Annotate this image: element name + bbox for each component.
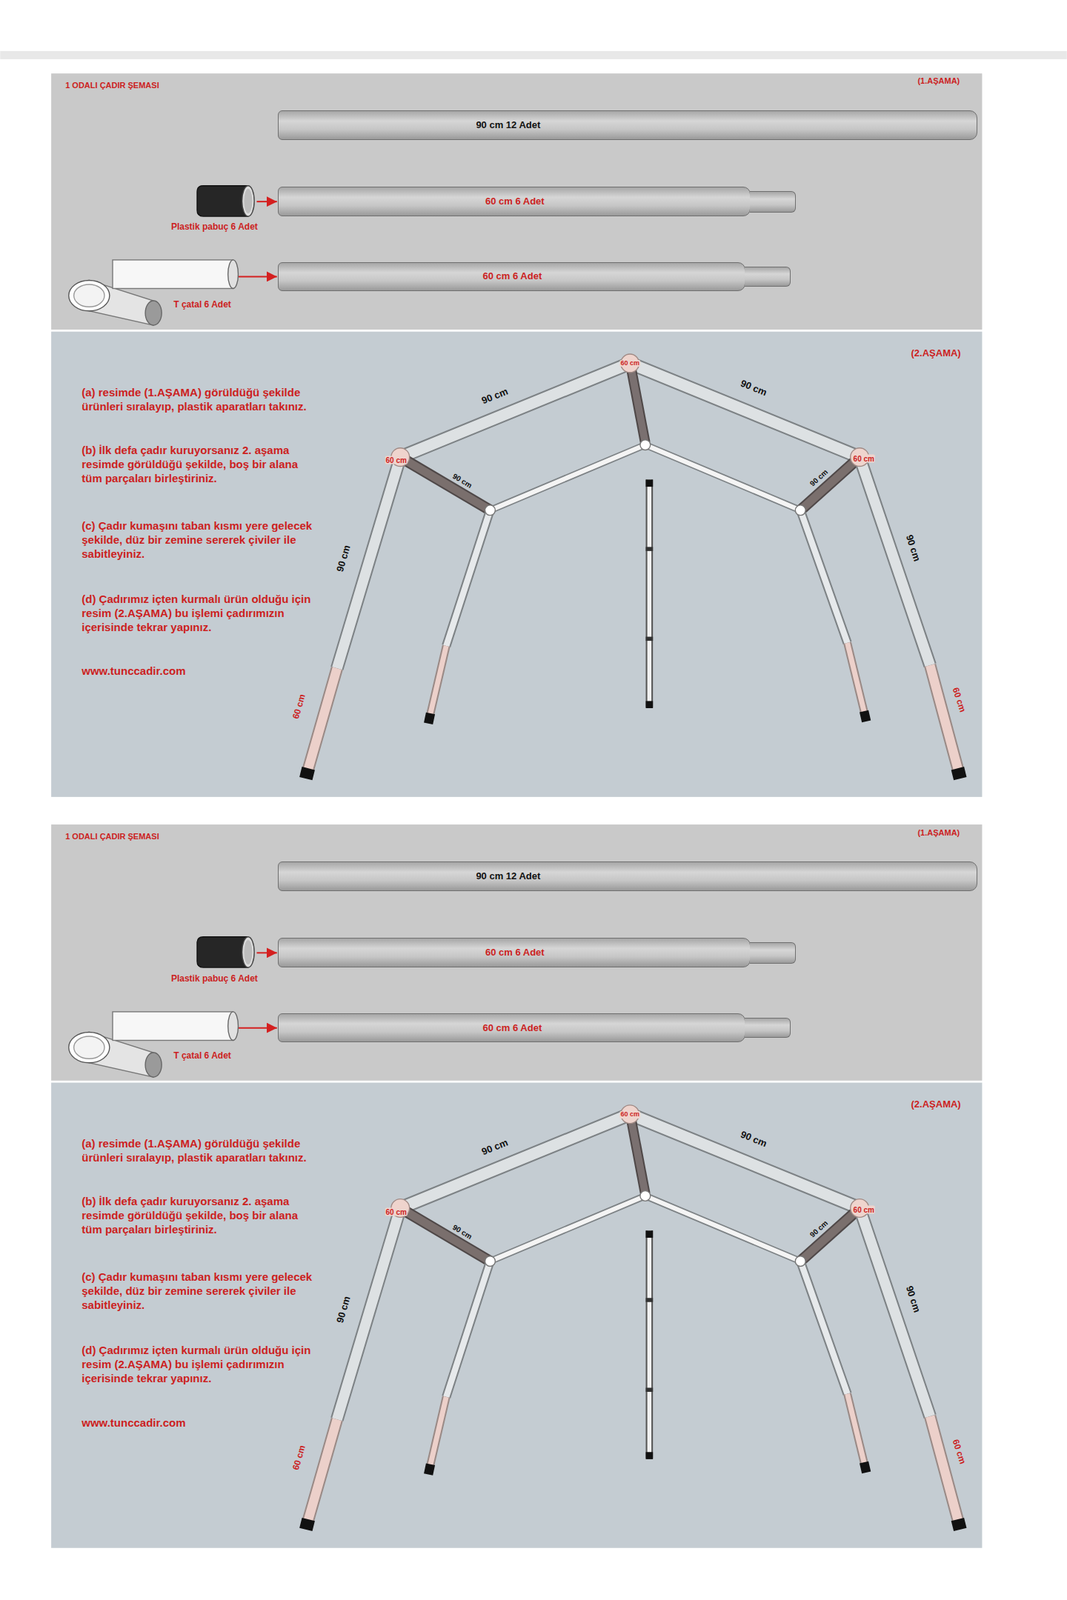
dimension-label: 90 cm [808,1219,830,1240]
dimension-label: 90 cm [451,1223,474,1242]
plastic-cap: Plastik pabuç 6 Adet [197,183,256,219]
dimension-label: 60 cm [619,360,641,368]
dimension-label: 60 cm [291,692,308,720]
instruction-note: (c) Çadır kumaşını taban kısmı yere gele… [81,1270,319,1313]
pipe-tip [744,1018,791,1039]
instruction-note: (a) resimde (1.AŞAMA) görüldüğü şekilde … [81,1136,319,1165]
pipe-piece: 60 cm 6 Adet [277,938,751,968]
piece-label: 90 cm 12 Adet [475,871,541,882]
part-label: T çatal 6 Adet [173,1051,232,1062]
instruction-note: (d) Çadırımız içten kurmalı ürün olduğu … [81,1343,319,1386]
pipe-tip [749,942,796,965]
fork-outline [66,254,238,307]
stage-label: (1.AŞAMA) [917,828,960,838]
website: www.tunccadir.com [81,665,186,678]
instruction-note: (d) Çadırımız içten kurmalı ürün olduğu … [81,592,319,635]
pipe-piece: 60 cm 6 Adet [277,1013,746,1043]
t-fork: T çatal 6 Adet [66,254,238,307]
dimension-label: 90 cm [480,386,511,407]
dimension-label: 60 cm [619,1111,641,1119]
piece-label: 60 cm 6 Adet [485,196,545,207]
connector-arrow [238,275,278,278]
dimension-label: 90 cm [808,467,830,488]
connector-arrow [238,1027,278,1030]
pipe-tip [749,191,796,213]
dimension-label: 60 cm [949,1438,967,1465]
dimension-label: 60 cm [949,686,967,714]
dimension-label: 60 cm [291,1444,308,1472]
diagram-title: 1 ODALI ÇADIR ŞEMASI [65,80,160,90]
pipe-piece: 90 cm 12 Adet [277,861,978,892]
instruction-note: (a) resimde (1.AŞAMA) görüldüğü şekilde … [81,385,319,414]
instruction-note: (b) İlk defa çadır kuruyorsanız 2. aşama… [81,1194,319,1237]
dimension-label: 90 cm [451,471,474,490]
dimension-label: 90 cm [480,1137,511,1158]
pipe-piece: 90 cm 12 Adet [277,110,978,141]
dimension-label: 90 cm [334,543,353,573]
stage-label: (1.AŞAMA) [917,76,960,86]
piece-label: 60 cm 6 Adet [485,947,545,959]
connector-arrow [256,200,277,203]
pipe-tip [744,266,791,288]
dimension-label: 90 cm [334,1295,353,1325]
part-label: Plastik pabuç 6 Adet [171,974,258,985]
plastic-cap: Plastik pabuç 6 Adet [197,935,256,970]
t-fork: T çatal 6 Adet [66,1006,238,1059]
instruction-note: (b) İlk defa çadır kuruyorsanız 2. aşama… [81,443,319,486]
instruction-note: (c) Çadır kumaşını taban kısmı yere gele… [81,518,319,561]
diagram-title: 1 ODALI ÇADIR ŞEMASI [65,832,160,842]
cap-outline [197,935,256,970]
website: www.tunccadir.com [81,1417,186,1431]
dimension-label: 60 cm [384,1207,407,1216]
dimension-label: 60 cm [852,454,876,463]
part-label: Plastik pabuç 6 Adet [171,222,258,232]
cap-outline [197,183,256,219]
part-label: T çatal 6 Adet [173,300,232,310]
dimension-label: 90 cm [903,1284,922,1314]
connector-arrow [256,952,277,954]
stage-label: (2.AŞAMA) [911,1099,962,1110]
dimension-label: 60 cm [852,1205,876,1214]
fork-outline [66,1006,238,1059]
scheme-copy [51,824,982,1549]
top-strip [0,51,1067,60]
dimension-label: 60 cm [384,456,407,465]
piece-label: 60 cm 6 Adet [482,271,542,282]
scheme-copy [51,73,982,798]
dimension-label: 90 cm [738,377,769,398]
pipe-piece: 60 cm 6 Adet [277,262,746,292]
pipe-piece: 60 cm 6 Adet [277,186,751,217]
stage-label: (2.AŞAMA) [911,348,962,359]
dimension-label: 90 cm [903,533,922,563]
piece-label: 60 cm 6 Adet [482,1022,542,1033]
piece-label: 90 cm 12 Adet [475,120,541,131]
dimension-label: 90 cm [738,1129,769,1150]
